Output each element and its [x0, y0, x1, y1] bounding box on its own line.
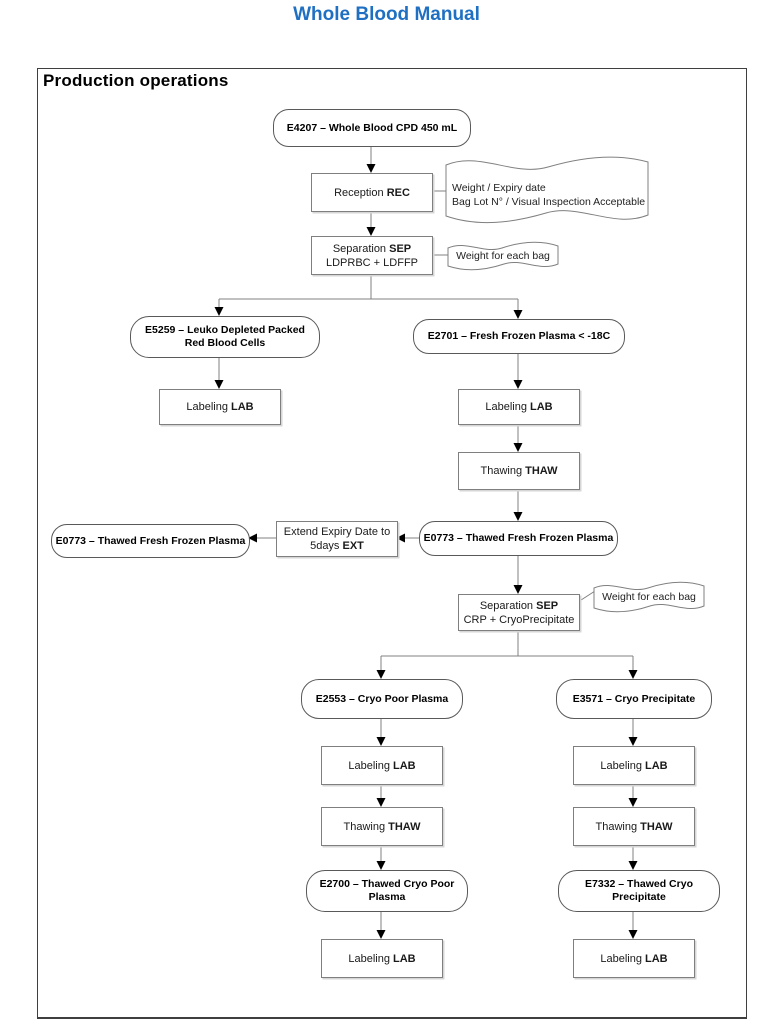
op-label: Labeling: [348, 759, 390, 772]
op-label: Labeling: [600, 759, 642, 772]
flow-connectors: [214, 145, 705, 939]
product-label: E2700 – Thawed Cryo Poor Plasma: [319, 878, 455, 903]
op-code: LAB: [645, 759, 668, 772]
op-code: SEP: [389, 242, 412, 255]
op-labeling-rbc: Labeling LAB: [159, 389, 281, 425]
op-labeling-thawed-cpp: Labeling LAB: [321, 939, 443, 978]
op-label: Labeling: [600, 952, 642, 965]
op-code: SEP: [536, 599, 559, 612]
op-separation-2: Separation SEP CRP + CryoPrecipitate: [458, 594, 580, 631]
annotation-line: Bag Lot N° / Visual Inspection Acceptabl…: [452, 196, 646, 208]
product-label: E0773 – Thawed Fresh Frozen Plasma: [423, 532, 614, 544]
op-labeling-cpp: Labeling LAB: [321, 746, 443, 785]
op-thawing-cpp: Thawing THAW: [321, 807, 443, 846]
op-separation-1: Separation SEP LDPRBC + LDFFP: [311, 236, 433, 275]
op-label: Extend Expiry Date to: [283, 526, 391, 538]
annotation-shape-reception: [445, 156, 649, 224]
product-label: E7332 – Thawed Cryo Precipitate: [585, 878, 693, 903]
annotation-reception-note: Weight / Expiry date Bag Lot N° / Visual…: [452, 181, 645, 209]
production-operations-frame: Production operations: [37, 68, 747, 1019]
op-thawing-ffp: Thawing THAW: [458, 452, 580, 490]
product-label: E2701 – Fresh Frozen Plasma < -18C: [427, 330, 611, 342]
product-e2700: E2700 – Thawed Cryo Poor Plasma: [306, 870, 468, 912]
op-code: LAB: [231, 401, 254, 413]
section-title: Production operations: [43, 71, 229, 90]
annotation-line: Weight / Expiry date: [452, 182, 546, 194]
op-label: Thawing: [595, 820, 638, 833]
op-label: Reception: [334, 186, 384, 199]
product-e2701: E2701 – Fresh Frozen Plasma < -18C: [413, 319, 625, 354]
product-e4207: E4207 – Whole Blood CPD 450 mL: [273, 109, 471, 147]
op-code: THAW: [525, 465, 558, 477]
op-code: THAW: [388, 820, 421, 833]
op-labeling-thawed-cryo: Labeling LAB: [573, 939, 695, 978]
op-code: REC: [386, 186, 410, 199]
document-title: Whole Blood Manual: [293, 4, 480, 25]
product-e0773-extended: E0773 – Thawed Fresh Frozen Plasma: [51, 524, 250, 558]
product-label: E3571 – Cryo Precipitate: [572, 692, 696, 705]
op-labeling-cryo: Labeling LAB: [573, 746, 695, 785]
op-code: EXT: [342, 540, 364, 552]
product-e0773-center: E0773 – Thawed Fresh Frozen Plasma: [419, 521, 618, 556]
op-label: Labeling: [186, 401, 228, 413]
op-code: LAB: [393, 952, 416, 965]
op-code: LAB: [393, 759, 416, 772]
op-labeling-ffp: Labeling LAB: [458, 389, 580, 425]
product-e2553: E2553 – Cryo Poor Plasma: [301, 679, 463, 719]
op-code: THAW: [640, 820, 673, 833]
op-extend-expiry: Extend Expiry Date to 5days EXT: [276, 521, 398, 557]
op-label: Separation: [479, 599, 534, 612]
annotation-weight-each-bag-2: Weight for each bag: [602, 591, 696, 603]
annotation-shape-weight2: [593, 581, 705, 613]
product-e7332: E7332 – Thawed Cryo Precipitate: [558, 870, 720, 912]
product-label: E5259 – Leuko Depleted Packed Red Blood …: [145, 324, 305, 349]
product-label: E2553 – Cryo Poor Plasma: [315, 692, 449, 705]
product-label: E0773 – Thawed Fresh Frozen Plasma: [55, 534, 246, 547]
product-e3571: E3571 – Cryo Precipitate: [556, 679, 712, 719]
op-code: LAB: [645, 952, 668, 965]
product-label: E4207 – Whole Blood CPD 450 mL: [286, 121, 458, 134]
annotation-shape-weight1: [447, 241, 559, 271]
op-label: Labeling: [485, 401, 527, 413]
annotation-weight-each-bag-1: Weight for each bag: [456, 250, 550, 262]
op-label: 5days: [310, 540, 340, 552]
op-products: LDPRBC + LDFFP: [326, 256, 418, 269]
op-code: LAB: [530, 401, 553, 413]
op-reception: Reception REC: [311, 173, 433, 212]
op-label: Labeling: [348, 952, 390, 965]
op-products: CRP + CryoPrecipitate: [463, 613, 575, 626]
op-thawing-cryo: Thawing THAW: [573, 807, 695, 846]
op-label: Separation: [332, 242, 387, 255]
op-label: Thawing: [343, 820, 386, 833]
op-label: Thawing: [480, 465, 523, 477]
product-e5259: E5259 – Leuko Depleted Packed Red Blood …: [130, 316, 320, 358]
